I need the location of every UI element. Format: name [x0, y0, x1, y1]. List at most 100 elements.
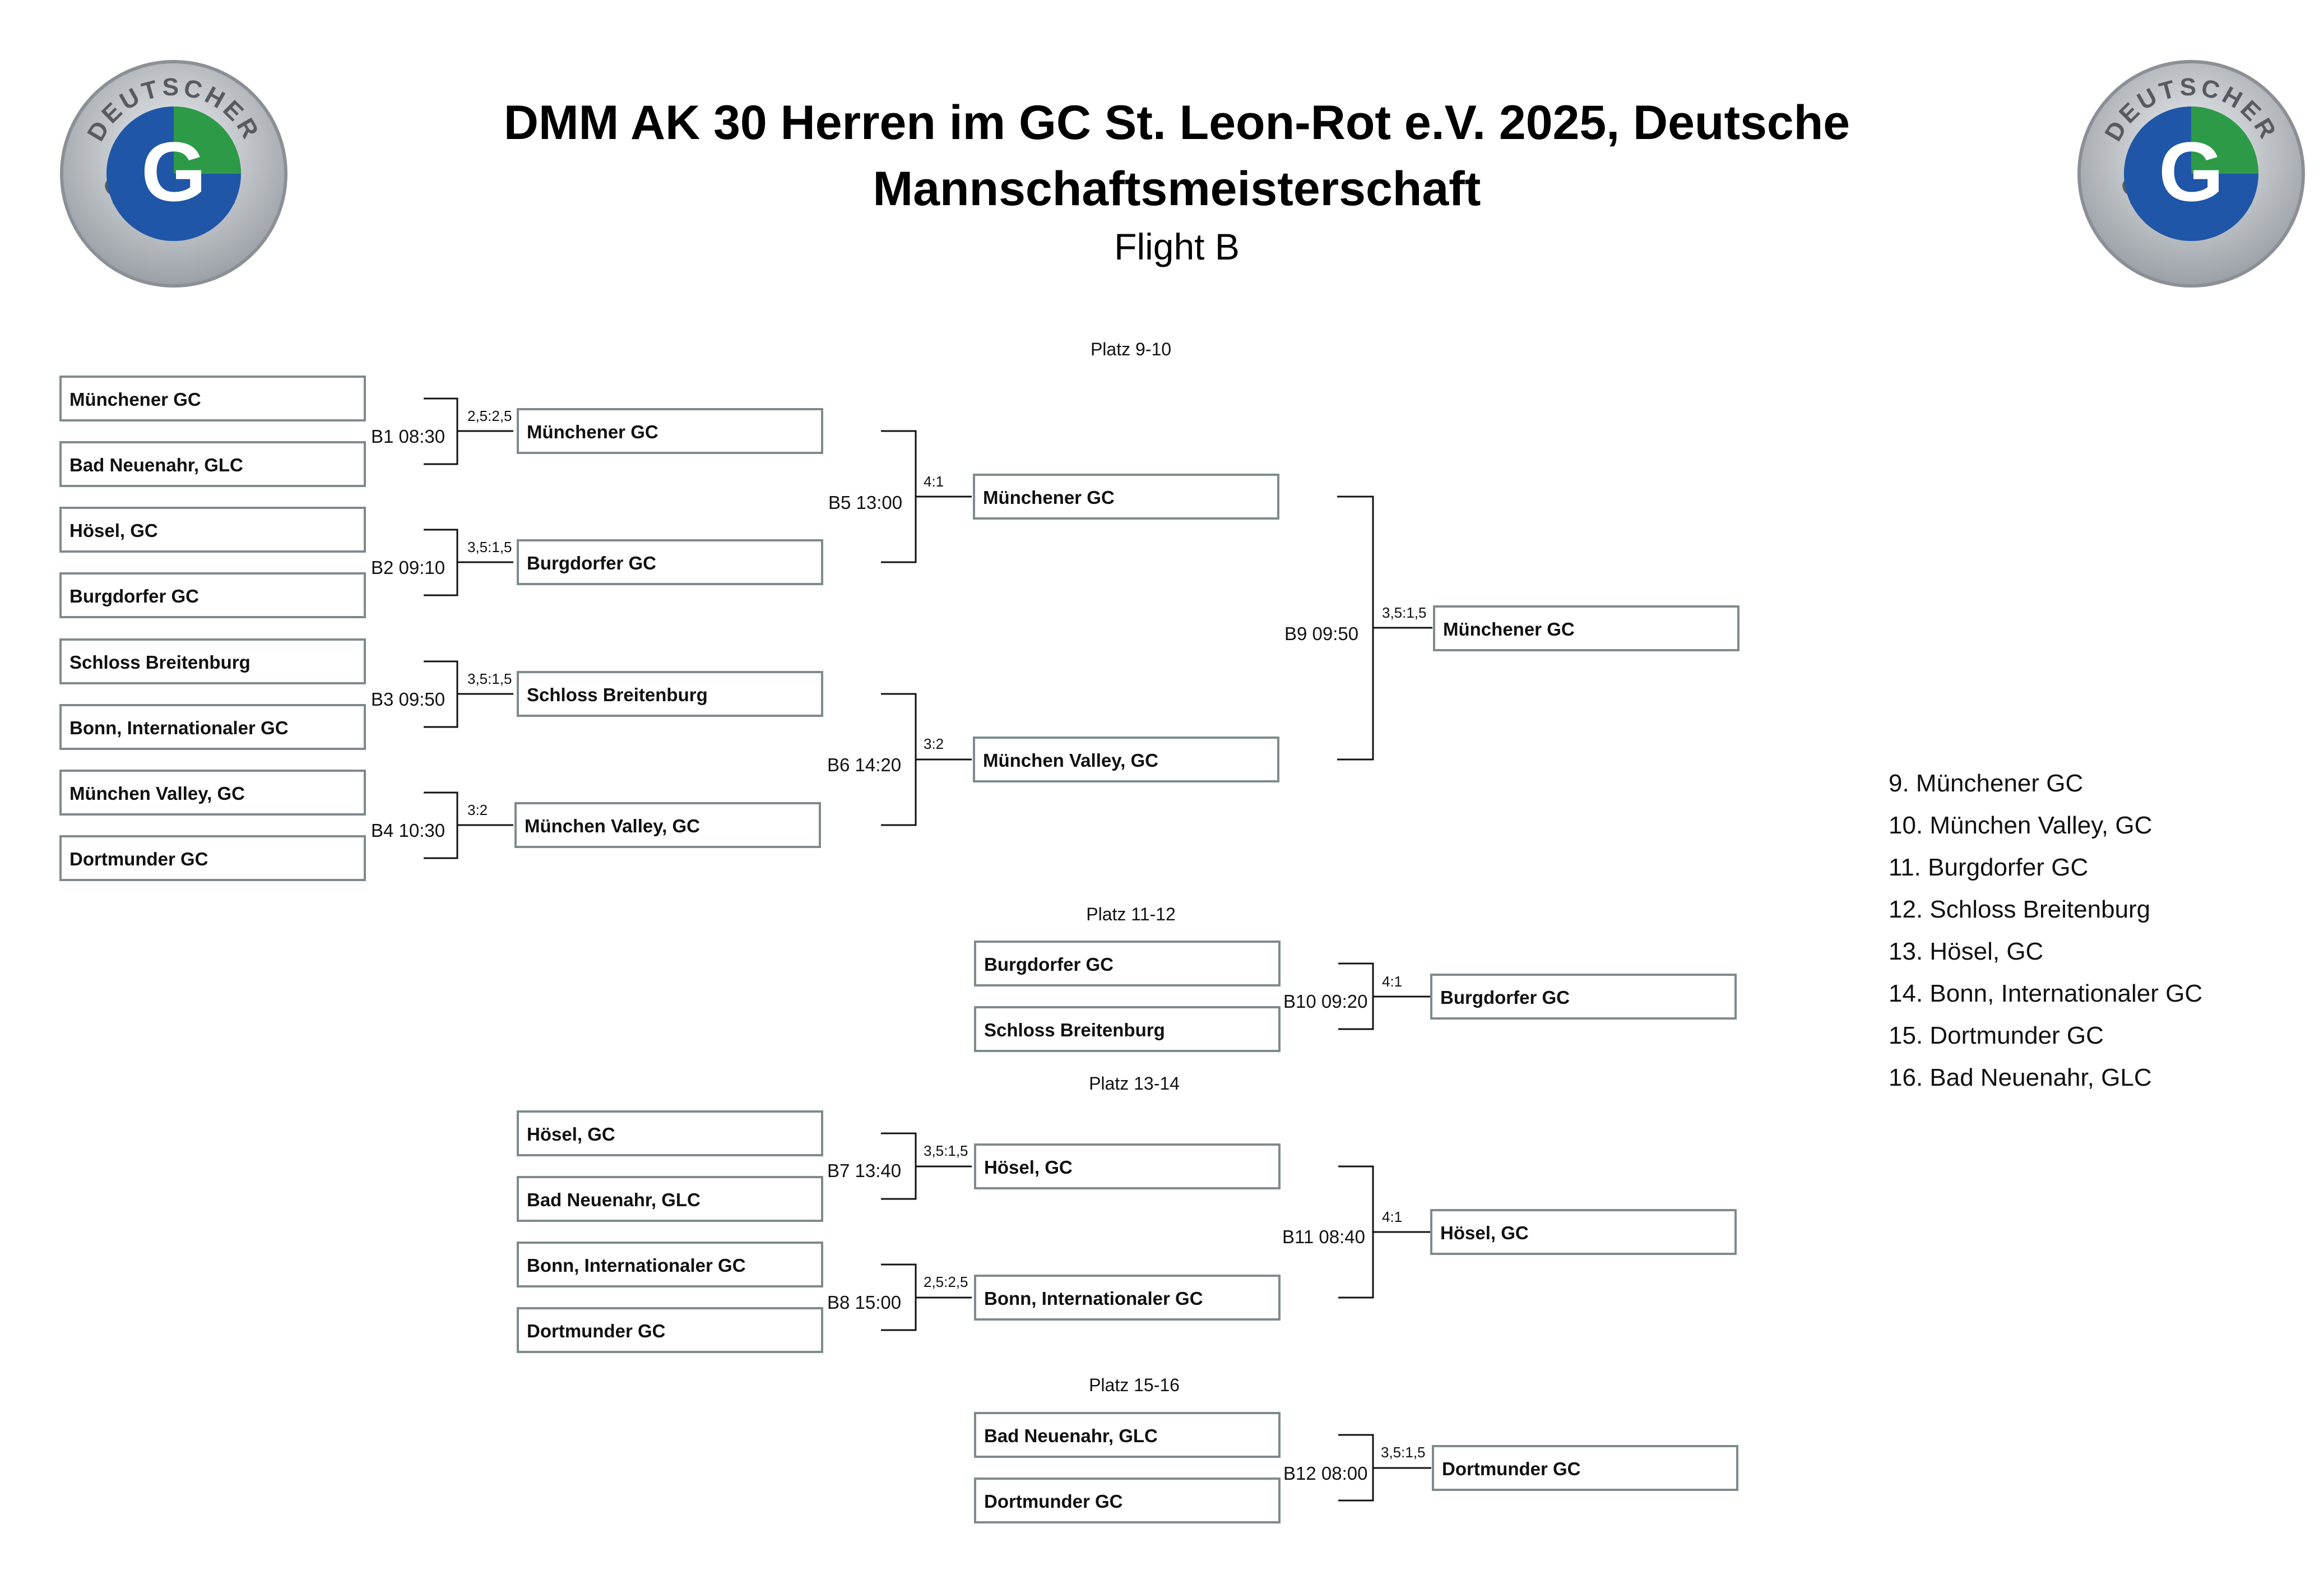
team-box: Münchener GC	[59, 376, 366, 422]
dgv-logo-left: DEUTSCHER GOLF VERBAND G	[56, 56, 287, 288]
ranking-item: 10. München Valley, GC	[1889, 812, 2152, 839]
section-label-platz-15-16: Platz 15-16	[1089, 1375, 1180, 1395]
team-box: Bad Neuenahr, GLC	[59, 441, 366, 487]
team-box: Hösel, GC	[974, 1143, 1281, 1189]
score-b5: 4:1	[924, 473, 944, 490]
ranking-item: 9. Münchener GC	[1889, 770, 2083, 797]
team-box: Bonn, Internationaler GC	[974, 1275, 1281, 1321]
score-b12: 3,5:1,5	[1381, 1444, 1426, 1461]
ranking-item: 12. Schloss Breitenburg	[1889, 896, 2150, 923]
team-box: Burgdorfer GC	[59, 572, 366, 618]
team-box: Burgdorfer GC	[1430, 974, 1737, 1020]
team-name: München Valley, GC	[983, 750, 1158, 771]
team-box: Hösel, GC	[517, 1110, 823, 1156]
score-b1: 2,5:2,5	[467, 407, 512, 424]
team-box: München Valley, GC	[973, 737, 1279, 782]
score-b2: 3,5:1,5	[467, 539, 512, 555]
team-name: Dortmunder GC	[1442, 1458, 1581, 1479]
team-name: Hösel, GC	[984, 1157, 1073, 1178]
ranking-item: 15. Dortmunder GC	[1889, 1022, 2104, 1049]
ranking-item: 11. Burgdorfer GC	[1889, 854, 2088, 881]
team-name: Dortmunder GC	[69, 849, 208, 869]
team-box: Schloss Breitenburg	[974, 1006, 1281, 1052]
team-name: Münchener GC	[983, 487, 1115, 508]
team-name: Bonn, Internationaler GC	[69, 717, 289, 738]
section-label-platz-11-12: Platz 11-12	[1086, 904, 1176, 924]
game-label-b7: B7 13:40	[827, 1160, 901, 1181]
team-box: Bad Neuenahr, GLC	[974, 1412, 1281, 1458]
score-b3: 3,5:1,5	[467, 670, 512, 687]
team-box: Burgdorfer GC	[517, 539, 823, 585]
game-label-b6: B6 14:20	[827, 754, 901, 775]
team-name: Dortmunder GC	[984, 1491, 1123, 1512]
team-box: Schloss Breitenburg	[517, 671, 823, 717]
team-box: Bonn, Internationaler GC	[517, 1242, 823, 1287]
team-name: Bad Neuenahr, GLC	[527, 1189, 701, 1210]
game-label-b2: B2 09:10	[371, 557, 445, 578]
team-box: Burgdorfer GC	[974, 941, 1281, 986]
team-name: Hösel, GC	[1440, 1222, 1529, 1243]
team-name: Münchener GC	[1443, 619, 1575, 640]
team-name: Hösel, GC	[69, 520, 158, 541]
team-name: München Valley, GC	[69, 783, 245, 804]
ranking-item: 13. Hösel, GC	[1889, 938, 2043, 965]
team-name: Burgdorfer GC	[527, 553, 656, 573]
team-name: Burgdorfer GC	[984, 954, 1114, 975]
score-b6: 3:2	[924, 735, 944, 752]
team-box: Münchener GC	[1433, 605, 1739, 651]
team-box: Münchener GC	[973, 474, 1279, 520]
team-name: Bonn, Internationaler GC	[527, 1255, 746, 1276]
score-b7: 3,5:1,5	[924, 1142, 968, 1159]
score-b10: 4:1	[1382, 973, 1402, 990]
game-label-b9: B9 09:50	[1284, 623, 1358, 644]
team-name: Burgdorfer GC	[1440, 987, 1570, 1008]
game-label-b5: B5 13:00	[828, 492, 902, 513]
team-name: Münchener GC	[527, 422, 658, 442]
team-name: München Valley, GC	[525, 816, 700, 836]
ranking-item: 16. Bad Neuenahr, GLC	[1889, 1064, 2152, 1091]
page-title: DMM AK 30 Herren im GC St. Leon-Rot e.V.…	[503, 96, 1850, 216]
final-ranking-list: 9. Münchener GC 10. München Valley, GC 1…	[1889, 770, 2202, 1091]
section-label-platz-13-14: Platz 13-14	[1089, 1073, 1180, 1094]
section-label-platz-9-10: Platz 9-10	[1091, 339, 1171, 359]
logo-letter: G	[2159, 124, 2224, 219]
page-subtitle: Flight B	[1114, 226, 1240, 267]
score-b4: 3:2	[467, 802, 488, 818]
team-box: Dortmunder GC	[517, 1307, 823, 1353]
dgv-logo-right: DEUTSCHER GOLF VERBAND G	[2073, 56, 2305, 288]
team-box: München Valley, GC	[514, 802, 821, 848]
team-name: Bad Neuenahr, GLC	[984, 1425, 1158, 1446]
game-label-b4: B4 10:30	[371, 820, 445, 841]
team-name: Burgdorfer GC	[69, 586, 199, 606]
team-box: Münchener GC	[517, 408, 823, 454]
team-name: Schloss Breitenburg	[527, 684, 708, 705]
team-box: Bad Neuenahr, GLC	[517, 1176, 823, 1222]
team-name: Dortmunder GC	[527, 1321, 666, 1341]
team-box: München Valley, GC	[59, 770, 366, 816]
logo-letter: G	[141, 124, 207, 219]
game-label-b10: B10 09:20	[1283, 991, 1367, 1012]
ranking-item: 14. Bonn, Internationaler GC	[1889, 980, 2202, 1007]
team-name: Schloss Breitenburg	[69, 652, 251, 673]
team-box: Hösel, GC	[1430, 1209, 1737, 1255]
team-name: Schloss Breitenburg	[984, 1020, 1165, 1040]
team-name: Münchener GC	[69, 389, 201, 410]
team-box: Schloss Breitenburg	[59, 638, 366, 684]
game-label-b1: B1 08:30	[371, 426, 445, 447]
team-box: Dortmunder GC	[974, 1478, 1281, 1523]
score-b11: 4:1	[1382, 1208, 1402, 1225]
game-label-b12: B12 08:00	[1283, 1463, 1367, 1484]
team-box: Bonn, Internationaler GC	[59, 704, 366, 750]
score-b9: 3,5:1,5	[1382, 604, 1427, 621]
team-box: Dortmunder GC	[59, 835, 366, 881]
game-label-b3: B3 09:50	[371, 689, 445, 710]
game-label-b8: B8 15:00	[827, 1292, 901, 1313]
team-box: Hösel, GC	[59, 507, 366, 553]
score-b8: 2,5:2,5	[924, 1273, 968, 1290]
team-name: Bad Neuenahr, GLC	[69, 455, 243, 475]
game-label-b11: B11 08:40	[1282, 1226, 1365, 1247]
team-name: Bonn, Internationaler GC	[984, 1288, 1203, 1309]
team-box: Dortmunder GC	[1432, 1445, 1738, 1491]
